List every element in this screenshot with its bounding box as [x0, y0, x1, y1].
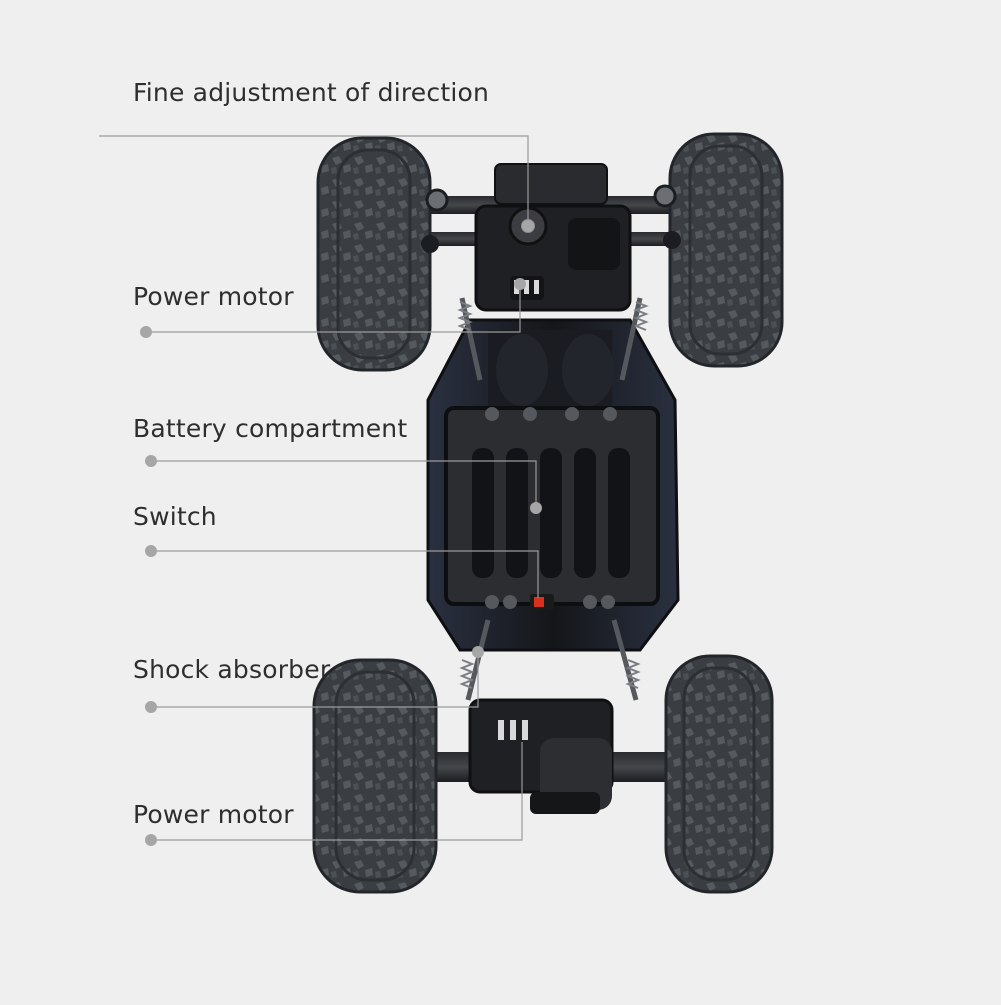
leader-lines [99, 135, 539, 841]
dot-pm2-start [145, 834, 157, 846]
dot-batt-start [145, 455, 157, 467]
front-left-tire [316, 136, 432, 372]
callout-label-switch: Switch [133, 502, 217, 531]
dot-switch-start [145, 545, 157, 557]
callout-label-power-motor-rear: Power motor [133, 800, 294, 829]
leader-line-pm2 [151, 742, 523, 841]
front-gearbox [474, 163, 632, 312]
callout-label-battery-compartment: Battery compartment [133, 414, 408, 443]
battery-compartment [444, 406, 660, 609]
leader-dots [140, 220, 542, 846]
shock-springs [457, 301, 649, 689]
switch [530, 594, 554, 610]
leader-line-pm1 [146, 284, 521, 333]
leader-line-fine [99, 135, 529, 226]
leader-line-shock [151, 652, 479, 708]
front-right-tire [668, 132, 784, 368]
dot-shock-start [145, 701, 157, 713]
rear-right-tire [664, 654, 774, 894]
rear-left-tire [312, 658, 438, 894]
dot-pm1-start [140, 326, 152, 338]
front-knuckles [421, 184, 681, 253]
rear-gearbox [468, 698, 614, 814]
callout-label-shock-absorber: Shock absorber [133, 655, 331, 684]
dot-pm1-end [514, 278, 526, 290]
dot-fine-end [522, 220, 534, 232]
callout-label-fine-adjustment: Fine adjustment of direction [133, 78, 490, 107]
dot-shock-end [472, 646, 484, 658]
callout-label-power-motor-front: Power motor [133, 282, 294, 311]
dot-batt-end [530, 502, 542, 514]
leader-line-batt [151, 460, 537, 508]
leader-line-switch [151, 550, 539, 598]
